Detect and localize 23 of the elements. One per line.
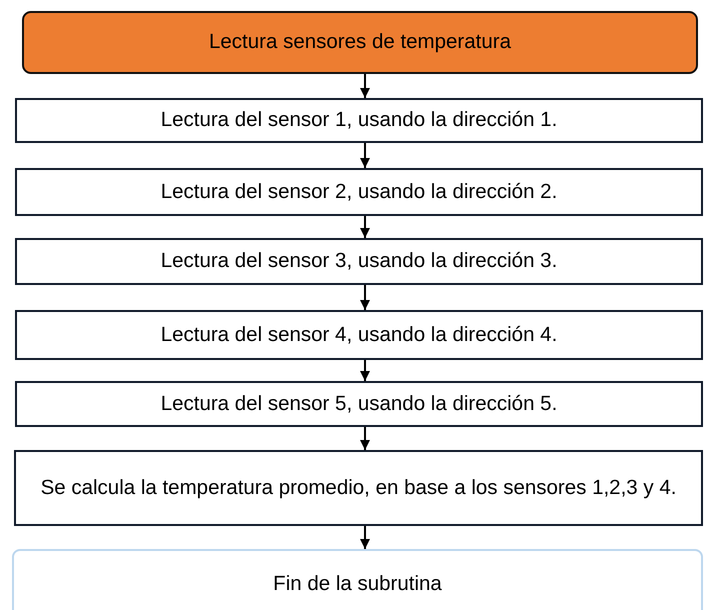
arrow <box>360 216 370 238</box>
process-box <box>15 310 703 360</box>
node-text: Fin de la subrutina <box>273 570 442 597</box>
node-text: Lectura del sensor 5, usando la dirección 5. <box>160 390 558 417</box>
arrow <box>360 285 370 310</box>
node-text: Lectura del sensor 2, usando la dirección 2. <box>160 178 558 205</box>
arrow <box>360 143 370 168</box>
node-text: Lectura del sensor 4, usando la dirección 4. <box>160 322 558 348</box>
arrow <box>360 526 370 549</box>
arrow <box>360 74 370 98</box>
arrow <box>360 427 370 450</box>
node-text: Lectura del sensor 3, usando la dirección 3. <box>160 248 558 274</box>
process-box <box>15 381 703 427</box>
start-box <box>22 11 698 74</box>
process-box <box>15 168 703 216</box>
arrow <box>360 360 370 381</box>
node-text: Lectura del sensor 1, usando la dirección 1. <box>160 107 558 134</box>
node-text: Lectura sensores de temperatura <box>209 29 511 56</box>
node-text: Se calcula la temperatura promedio, en base a los sensores 1,2,3 y 4. <box>40 474 676 501</box>
process-box <box>15 238 703 285</box>
process-box <box>15 98 703 143</box>
end-box <box>12 549 703 610</box>
process-box <box>14 450 703 526</box>
